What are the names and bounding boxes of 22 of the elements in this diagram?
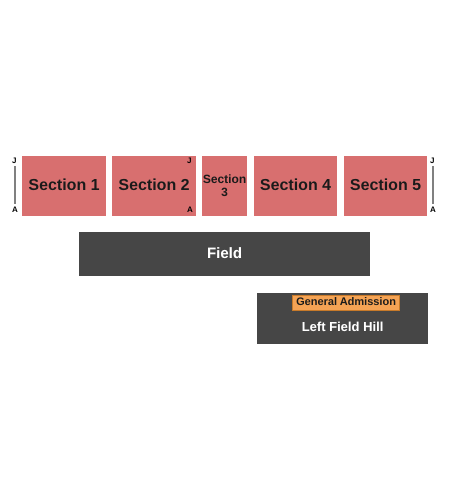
row-letter: J [430,157,434,165]
field-area [79,232,370,276]
lawn-area [257,293,428,344]
seating-section [344,156,427,216]
section-label: Section 2 [118,178,190,194]
section-label: Section 1 [28,178,100,194]
row-letter: A [12,206,18,214]
row-letter: J [187,157,192,165]
seating-section [22,156,106,216]
admission-tag [292,295,400,311]
section-label: Section 5 [350,178,422,194]
row-letter: A [187,206,193,214]
seating-section [254,156,337,216]
row-letter: J [12,157,16,165]
section-label: Field [206,246,242,262]
section-label: Left Field Hill [302,320,384,334]
section-label: General Admission [296,297,396,309]
seating-section [112,156,196,216]
seating-section [202,156,247,216]
section-label: Section 3 [202,173,247,199]
section-label: Section 4 [260,178,332,194]
row-letter: A [430,206,436,214]
